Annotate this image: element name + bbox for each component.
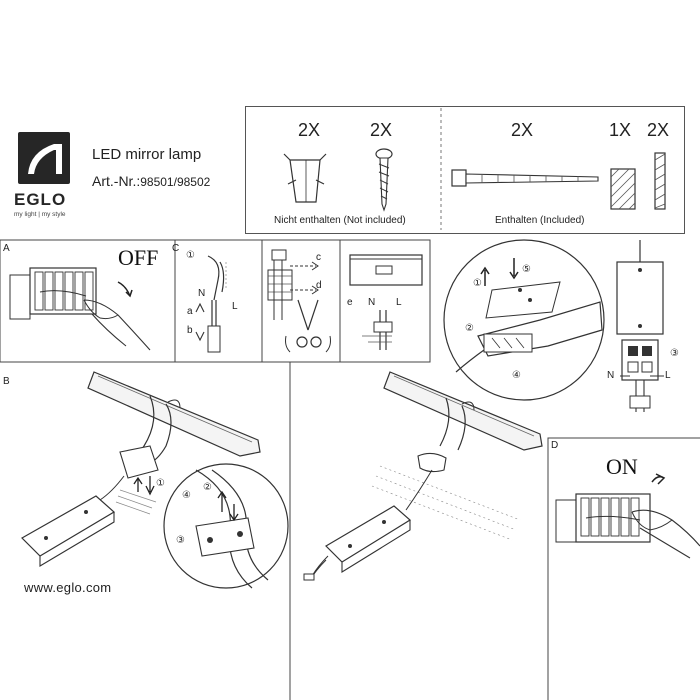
qty-cable-tie: 2X bbox=[511, 120, 534, 140]
wire-label-n2: N bbox=[368, 297, 376, 308]
zoom-label-2: ② bbox=[203, 482, 212, 493]
product-title: LED mirror lamp bbox=[92, 146, 202, 163]
article-value: 98501/98502 bbox=[140, 175, 211, 189]
wire-label-a: a bbox=[187, 306, 193, 317]
wire-label-circle-1: ① bbox=[186, 250, 195, 261]
caption-not-included: Nicht enthalten (Not included) bbox=[274, 215, 406, 226]
wire-label-b: b bbox=[187, 325, 193, 336]
qty-dowel: 2X bbox=[298, 120, 321, 140]
parts-box bbox=[245, 106, 685, 234]
zoom-label-4: ④ bbox=[182, 490, 191, 501]
website-url: www.eglo.com bbox=[24, 580, 112, 595]
logo-swoosh-icon bbox=[28, 144, 62, 174]
section-d-label: D bbox=[551, 440, 559, 451]
driver-label-l: L bbox=[665, 370, 671, 381]
driver-label-n: N bbox=[607, 370, 615, 381]
adhesive-pad-icon bbox=[610, 168, 636, 210]
driver-label-3: ③ bbox=[670, 348, 679, 359]
article-number: Art.-Nr.:98501/98502 bbox=[92, 173, 210, 189]
wire-label-n: N bbox=[198, 288, 206, 299]
off-text: OFF bbox=[118, 245, 159, 270]
bracket-label-1: ① bbox=[156, 478, 165, 489]
section-a-label: A bbox=[3, 243, 10, 254]
wall-dowel-icon bbox=[283, 153, 327, 203]
spacer-pad-icon bbox=[654, 152, 666, 210]
wire-label-e: e bbox=[347, 297, 353, 308]
zoom-label-3: ③ bbox=[176, 535, 185, 546]
qty-pad-a: 1X bbox=[609, 120, 632, 140]
wire-label-c: c bbox=[316, 252, 321, 263]
section-b-label: B bbox=[3, 376, 10, 387]
wire-label-l: L bbox=[232, 301, 238, 312]
brand-name: EGLO bbox=[14, 190, 67, 209]
cable-tie-icon bbox=[451, 169, 599, 187]
article-label: Art.-Nr.: bbox=[92, 173, 141, 189]
qty-pad-b: 2X bbox=[647, 120, 670, 140]
mount-label-2: ② bbox=[465, 323, 474, 334]
wire-label-l2: L bbox=[396, 297, 402, 308]
mount-label-5: ⑤ bbox=[522, 264, 531, 275]
section-c-label: C bbox=[172, 243, 180, 254]
wire-label-d: d bbox=[316, 280, 322, 291]
eglo-logo-mark bbox=[18, 132, 70, 184]
screw-icon bbox=[375, 148, 393, 212]
caption-included: Enthalten (Included) bbox=[495, 215, 585, 226]
brand-tagline: my light | my style bbox=[14, 211, 66, 218]
qty-screw: 2X bbox=[370, 120, 393, 140]
mount-label-4: ④ bbox=[512, 370, 521, 381]
on-text: ON bbox=[606, 454, 638, 479]
mount-label-1: ① bbox=[473, 278, 482, 289]
